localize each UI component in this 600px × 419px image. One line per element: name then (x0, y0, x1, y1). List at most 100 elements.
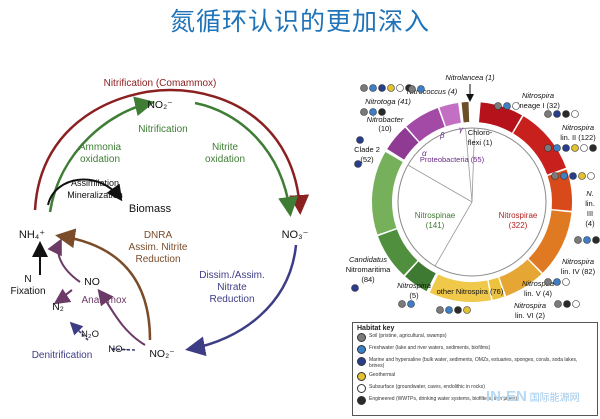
habitat-indicator-dot (351, 284, 359, 292)
habitat-indicator-dot (463, 306, 471, 314)
habitat-color-dot (357, 372, 366, 381)
denitrification-dash-1 (109, 348, 136, 351)
habitat-color-dot (357, 345, 366, 354)
habitat-indicator-dot (589, 144, 597, 152)
habitat-key-label: Geothermal (369, 372, 396, 378)
clade2-count: (52) (360, 155, 374, 164)
oxidation-label-1: oxidation (80, 154, 120, 165)
chloroflexi-label-2: flexi (1) (468, 138, 493, 147)
denitrification-label: Denitrification (32, 350, 93, 361)
habitat-indicator-dot (360, 84, 368, 92)
habitat-key-item: Marine and hypersaline (bulk water, sedi… (357, 357, 593, 369)
lineage4-count: lin. IV (82) (561, 267, 596, 276)
nh4-label: NH₄⁺ (19, 229, 45, 241)
anammox-label: Anammox (81, 295, 126, 306)
phylogeny-labels: Nitrolancea (1) Nitrococcus (4) Nitrotog… (346, 73, 597, 320)
nitrobacter-label: Nitrobacter (367, 115, 404, 124)
habitat-key-label: Subsurface (groundwater, caves, endolith… (369, 384, 485, 390)
candidatus-count: (84) (361, 275, 375, 284)
habitat-indicator-dot (436, 306, 444, 314)
dissim-label: Dissim./Assim. (199, 270, 265, 281)
ring-segment-clade2 (372, 152, 403, 235)
habitat-key: Habitat key Soil (pristine, agricultural… (352, 322, 598, 416)
habitat-indicator-dot (354, 160, 362, 168)
no3-label: NO₃⁻ (282, 229, 309, 241)
assimilation-arrow (47, 178, 123, 206)
chloroflexi-label-1: Chloro- (468, 128, 493, 137)
nitrate-reduction-arrow (185, 244, 298, 357)
habitat-indicator-dot (583, 236, 591, 244)
proteobacteria-label: Proteobacteria (55) (420, 155, 485, 164)
ring-segment-lineage6 (488, 277, 505, 300)
habitat-indicator-dot (562, 144, 570, 152)
divider-nitrospirae (471, 128, 475, 203)
habitat-indicator-dot (360, 108, 368, 116)
assim-nitrite-label: Assim. Nitrite (129, 242, 188, 253)
nitrite-label: Nitrite (212, 142, 239, 153)
watermark: IN-EN 国际能源网 (486, 388, 580, 405)
nitrotoga-label: Nitrotoga (41) (365, 97, 411, 106)
habitat-color-dot (357, 384, 366, 393)
ring-inner-circle (397, 127, 547, 277)
nitrospina-label: Nitrospina (397, 281, 431, 290)
habitat-indicator-dot (544, 144, 552, 152)
habitat-indicator-dot (503, 102, 511, 110)
nitrospina-count: (5) (409, 291, 419, 300)
assimilation-label: Assimilation (71, 178, 119, 188)
biomass-label: Biomass (129, 203, 172, 215)
divider-nitrospinae (434, 201, 473, 267)
ring-segment-alpha (387, 127, 419, 160)
n2-label: N₂ (52, 301, 64, 313)
other-nitrospira-label: other Nitrospira (76) (437, 287, 504, 296)
mineralization-label: Mineralization (67, 190, 123, 200)
page-title: 氮循环认识的更加深入 (169, 7, 430, 36)
habitat-color-dot (357, 333, 366, 342)
reduction-label-2: Reduction (209, 294, 254, 305)
ammonia-label: Ammonia (79, 142, 122, 153)
nitrite-oxidation-arrow (194, 101, 298, 217)
watermark-text: 国际能源网 (529, 393, 580, 404)
reduction-label-1: Reduction (135, 254, 180, 265)
no-label: NO (84, 276, 100, 288)
habitat-indicator-dot (369, 84, 377, 92)
habitat-indicator-dot (553, 278, 561, 286)
fixation-label: Fixation (10, 286, 45, 297)
habitat-indicator-dot (554, 300, 562, 308)
habitat-key-item: Freshwater (lake and river waters, sedim… (357, 345, 593, 354)
ring-segment-lineage3 (547, 169, 572, 211)
nitrogen-cycle: Nitrification (Comammox) NO₂⁻ Nitrificat… (10, 78, 310, 361)
habitat-indicator-dot (445, 306, 453, 314)
oxidation-label-2: oxidation (205, 154, 245, 165)
dnra-arrow (55, 228, 152, 341)
ring-segment-nitrospina (405, 261, 436, 292)
habitat-indicator-dot (572, 300, 580, 308)
habitat-key-list: Soil (pristine, agricultural, swamps) Fre… (357, 333, 593, 405)
habitat-indicator-dot (396, 84, 404, 92)
nitrolancea-label: Nitrolancea (1) (445, 73, 495, 82)
lineage2-label: Nitrospira (562, 123, 594, 132)
comammox-label: Nitrification (Comammox) (104, 78, 217, 89)
habitat-key-label: Engineered (WWTPs, drinking water system… (369, 396, 518, 402)
nitrospirae-label: Nitrospirae (499, 211, 538, 220)
habitat-indicator-dot (574, 236, 582, 244)
habitat-indicator-dot (562, 278, 570, 286)
ring-segment-lineage4 (528, 210, 572, 273)
lineage6-count: lin. VI (2) (515, 311, 546, 320)
no2-bottom-label: NO₂⁻ (149, 348, 175, 360)
habitat-indicator-dot (356, 136, 364, 144)
habitat-indicator-dot (369, 108, 377, 116)
habitat-color-dot (357, 396, 366, 405)
habitat-indicator-dot (562, 110, 570, 118)
no-dash-label: NO– (108, 344, 128, 355)
anammox-arrow-2 (47, 238, 81, 283)
n2o-label: N₂O (81, 329, 99, 340)
habitat-indicator-dot (587, 172, 595, 180)
divider-proteobacteria (407, 164, 473, 203)
habitat-indicator-dot (407, 300, 415, 308)
alpha-label: α (422, 149, 427, 158)
nitrobacter-count: (10) (378, 124, 392, 133)
habitat-key-item: Geothermal (357, 372, 593, 381)
habitat-key-label: Soil (pristine, agricultural, swamps) (369, 333, 447, 339)
n-label: N (24, 274, 31, 285)
nitrification-label: Nitrification (138, 124, 187, 135)
